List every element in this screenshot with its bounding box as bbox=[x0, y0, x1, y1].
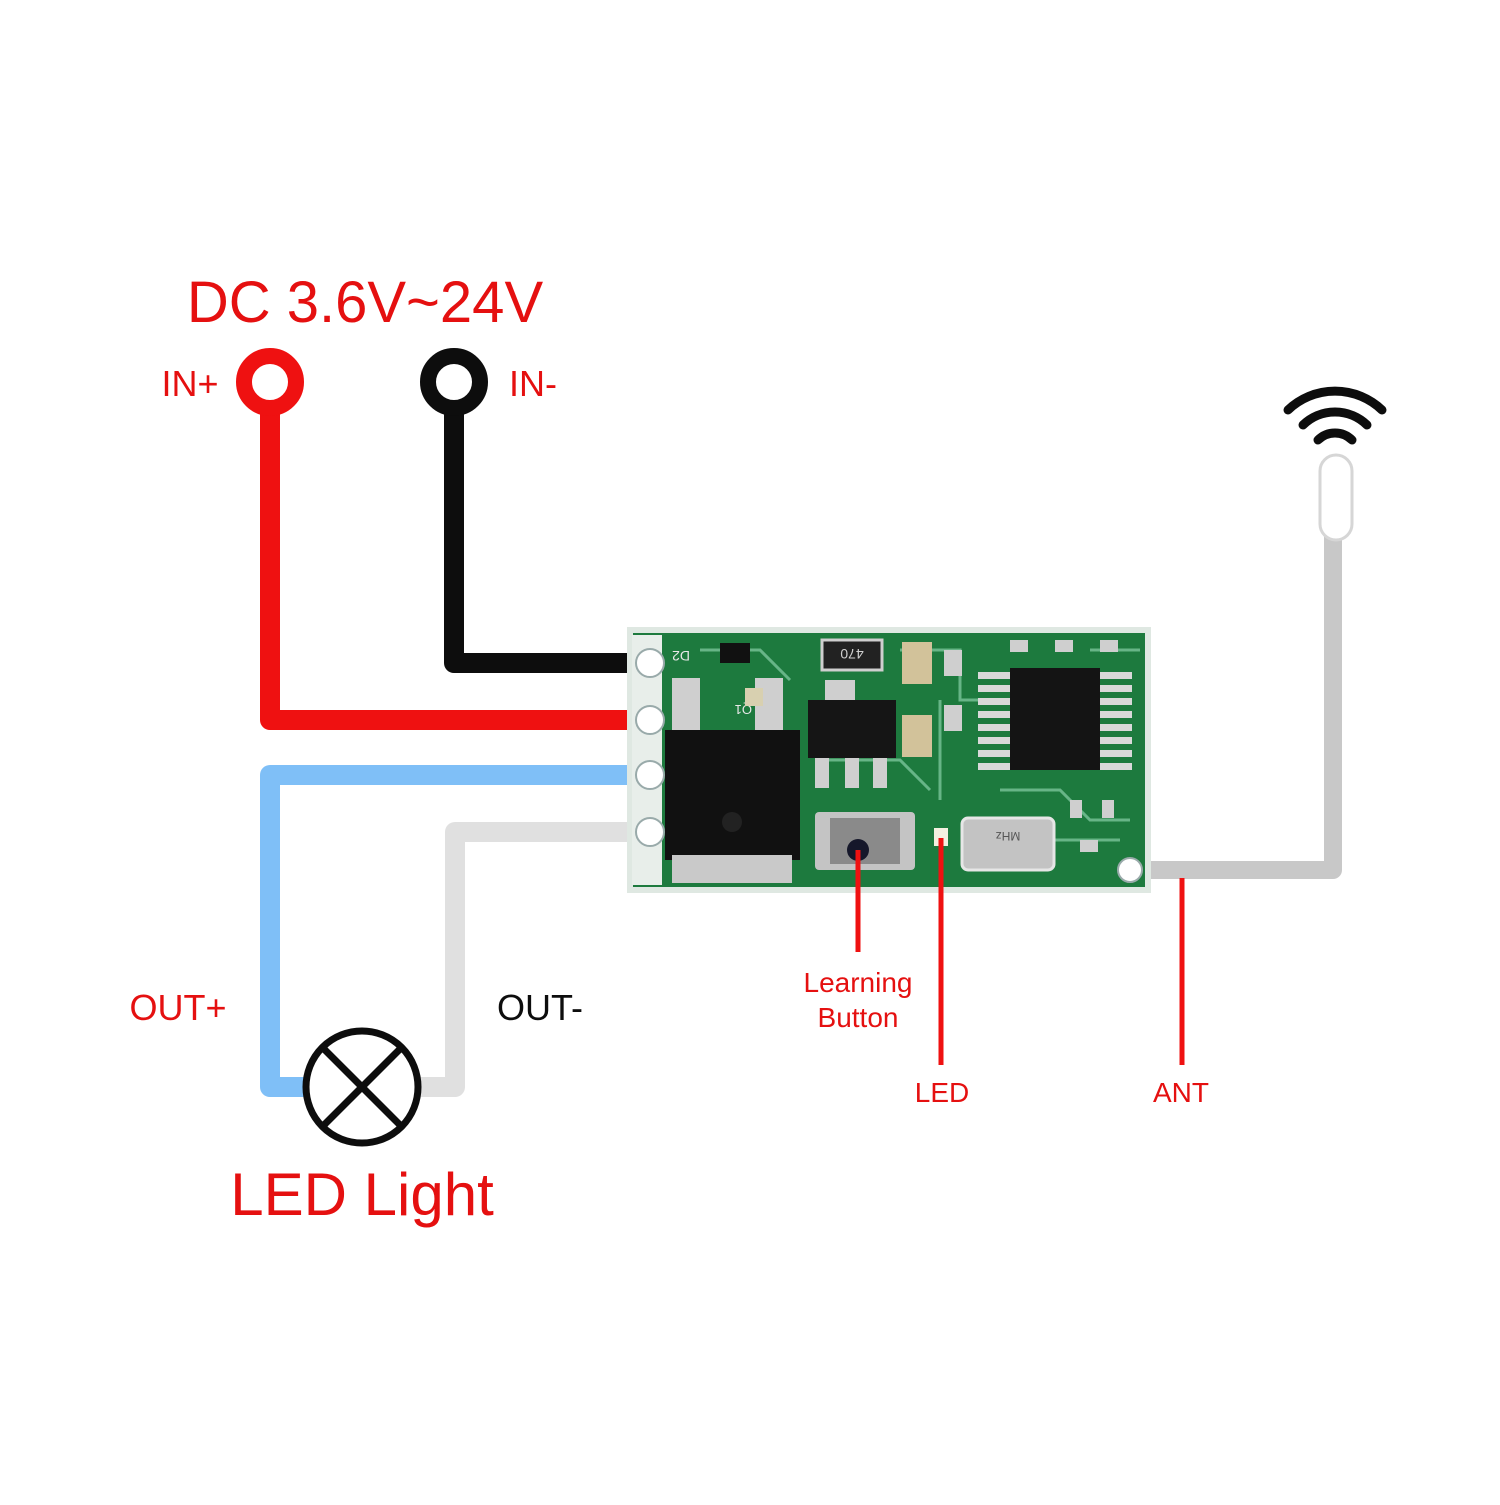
wifi-icon bbox=[1283, 386, 1387, 445]
wire-out-minus bbox=[418, 822, 655, 1097]
learning-button-label-line2: Button bbox=[818, 1002, 899, 1033]
led-label: LED bbox=[915, 1077, 969, 1108]
ant-label: ANT bbox=[1153, 1077, 1209, 1108]
wire-in-plus bbox=[260, 385, 655, 730]
learning-button-label-line1: Learning bbox=[804, 967, 913, 998]
voltage-title: DC 3.6V~24V bbox=[187, 270, 544, 335]
in-minus-label: IN- bbox=[509, 363, 557, 404]
lamp-symbol-icon bbox=[302, 1027, 422, 1147]
antenna-wire bbox=[1135, 520, 1342, 879]
out-plus-label: OUT+ bbox=[129, 987, 226, 1028]
wire-out-plus bbox=[260, 765, 655, 1097]
silk-470: 470 bbox=[840, 646, 864, 662]
in-plus-terminal bbox=[236, 348, 304, 416]
in-plus-label: IN+ bbox=[161, 363, 218, 404]
antenna-cap bbox=[1318, 453, 1354, 542]
receiver-module-pcb: D2 470 Q1 bbox=[627, 627, 1151, 893]
wire-in-minus bbox=[444, 385, 655, 673]
silk-crystal: MHz bbox=[996, 829, 1021, 843]
led-light-label: LED Light bbox=[230, 1161, 494, 1228]
in-minus-terminal bbox=[420, 348, 488, 416]
out-minus-label: OUT- bbox=[497, 987, 583, 1028]
silk-d2: D2 bbox=[672, 648, 690, 664]
